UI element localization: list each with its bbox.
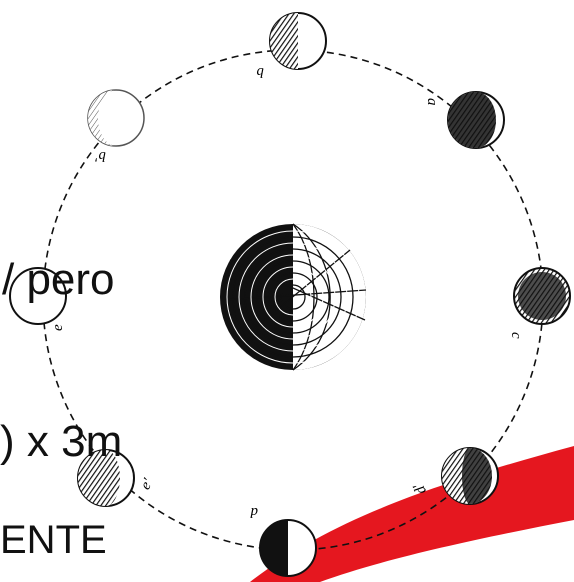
moon-label-a: a [424, 98, 440, 106]
overlay-text-line-3: ENTE [0, 520, 107, 560]
overlay-text-line-1: / pero [2, 258, 115, 302]
moon-d: d [250, 504, 316, 576]
overlay-text-line-2: ) x 3m [0, 420, 122, 464]
moon-b: b [256, 13, 326, 80]
moon-label-b-prime: b' [95, 148, 107, 164]
moon-a: a [424, 92, 504, 148]
moon-label-b: b [256, 64, 264, 80]
moon-b-prime: b' [88, 90, 144, 164]
moon-label-d: d [250, 504, 258, 520]
moon-c: c [508, 268, 570, 339]
earth-globe [220, 224, 366, 370]
moon-label-e-prime: e' [138, 475, 157, 492]
moon-label-e: e [50, 324, 66, 331]
moon-label-c: c [508, 332, 524, 339]
